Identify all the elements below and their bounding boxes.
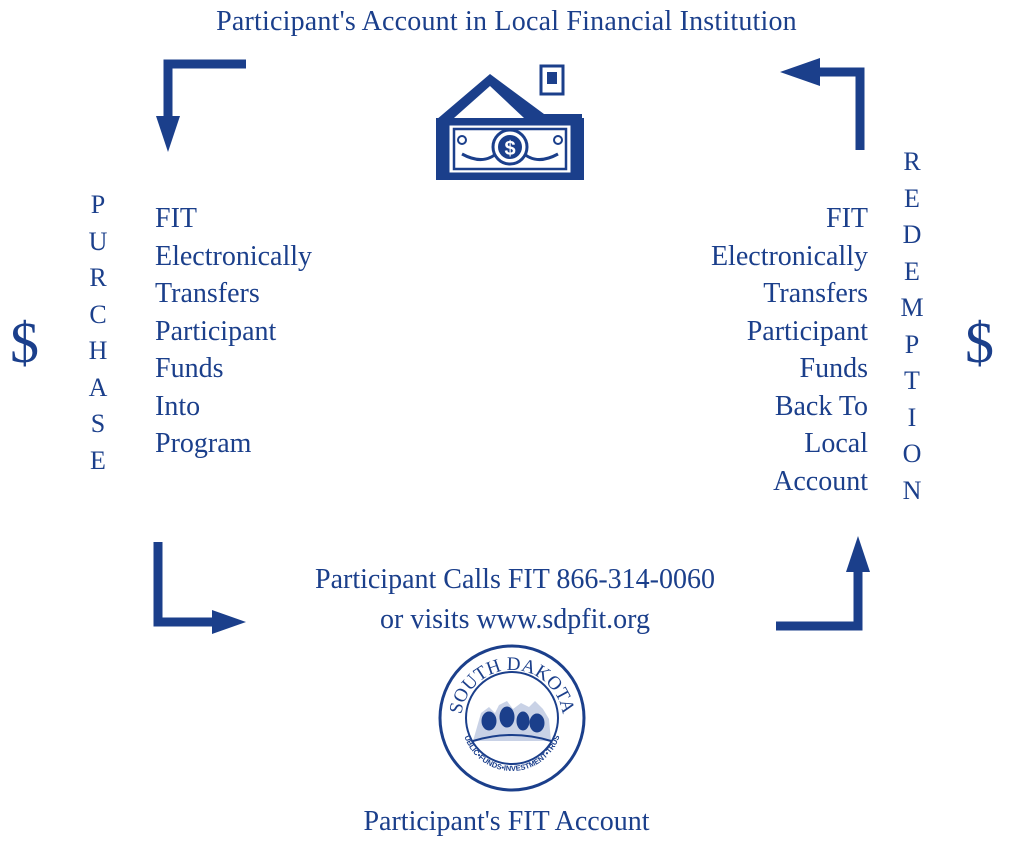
purchase-letter: U [88, 226, 108, 256]
redemption-letter: R [903, 147, 921, 176]
contact-caption: Participant Calls FIT 866-314-0060 or vi… [235, 560, 795, 640]
bank-icon: $ [436, 64, 584, 180]
purchase-letter: H [88, 336, 108, 365]
bottom-title: Participant's FIT Account [363, 806, 650, 837]
contact-phone-line: Participant Calls FIT 866-314-0060 [315, 564, 715, 595]
redemption-letter: M [900, 293, 924, 322]
purchase-description-line: Electronically [155, 240, 313, 272]
purchase-description-line: Transfers [155, 278, 260, 309]
left-dollar-sign: $ [10, 310, 39, 375]
redemption-description-line: Back To [774, 390, 868, 422]
redemption-description-line: Account [773, 465, 868, 497]
redemption-description-line: FIT [826, 203, 868, 234]
purchase-description-line: Into [155, 390, 201, 422]
redemption-letter: I [907, 402, 917, 432]
redemption-letter: D [902, 220, 922, 249]
purchase-description-line: Funds [155, 353, 224, 384]
south-dakota-seal-logo: SOUTH DAKOTA PUBLIC•FUNDS•INVESTMENT•TRU… [434, 636, 586, 792]
mount-rushmore-icon [472, 701, 552, 742]
contact-website-line: or visits www.sdpfit.org [380, 604, 650, 635]
arrow-top-left-down-icon [156, 59, 246, 152]
redemption-description-line: Local [804, 428, 868, 459]
right-dollar-sign: $ [965, 310, 994, 375]
redemption-description-line: Funds [799, 353, 868, 384]
purchase-letter: S [90, 409, 106, 438]
redemption-letter: T [904, 366, 920, 395]
top-title: Participant's Account in Local Financial… [216, 6, 797, 37]
purchase-letter: P [90, 190, 106, 219]
purchase-description-line: Participant [155, 315, 277, 347]
bank-dollar-symbol: $ [504, 138, 515, 160]
arrow-top-right-left-icon [780, 58, 865, 150]
redemption-letter: P [904, 329, 920, 359]
arrow-bottom-left-right-icon [153, 542, 246, 634]
redemption-letter: O [902, 439, 922, 468]
purchase-description-line: Program [155, 428, 252, 459]
redemption-description-line: Electronically [710, 240, 868, 272]
redemption-letter: E [904, 256, 920, 286]
redemption-letter: N [902, 475, 922, 505]
purchase-letter: C [89, 299, 107, 329]
redemption-description-line: Participant [746, 315, 868, 347]
purchase-letter: R [89, 263, 107, 292]
purchase-description-line: FIT [155, 203, 197, 234]
redemption-letter: E [904, 183, 920, 213]
purchase-letter: A [88, 372, 108, 402]
redemption-description-line: Transfers [763, 278, 868, 309]
purchase-letter: E [90, 445, 106, 475]
arrow-bottom-right-up-icon [776, 536, 870, 631]
